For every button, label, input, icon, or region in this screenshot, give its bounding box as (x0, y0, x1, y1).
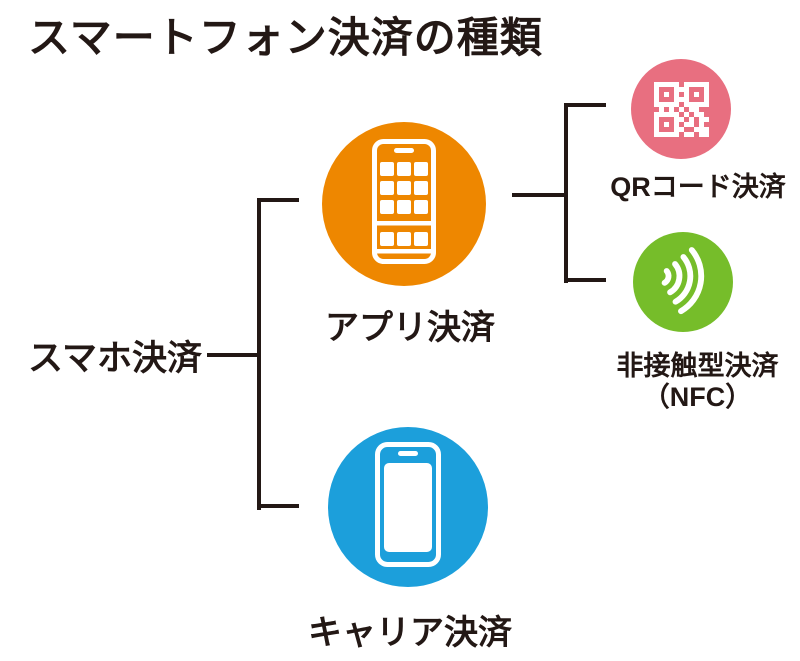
connector-right-bottom-horizontal (564, 278, 606, 282)
app-payment-label: アプリ決済 (325, 309, 495, 347)
nfc-wave-icon (644, 241, 722, 324)
nfc-payment-label: 非接触型決済 （NFC） (585, 351, 800, 413)
connector-right-vertical (564, 103, 568, 283)
connector-left-top-horizontal (257, 198, 299, 202)
connector-root-horizontal (207, 353, 261, 357)
connector-left-bottom-horizontal (257, 504, 299, 508)
app-phone-icon (372, 139, 436, 269)
qr-payment-label: QRコード決済 (610, 172, 786, 202)
qr-payment-circle (631, 59, 731, 159)
nfc-payment-label-line2: （NFC） (642, 382, 753, 412)
connector-right-top-horizontal (564, 103, 606, 107)
carrier-payment-label: キャリア決済 (308, 614, 512, 652)
carrier-payment-circle (328, 427, 488, 587)
nfc-payment-circle (633, 232, 733, 332)
connector-left-vertical (257, 198, 261, 510)
root-label-smartphone-payment: スマホ決済 (28, 339, 202, 378)
qr-code-icon (653, 81, 709, 137)
app-payment-circle (322, 122, 486, 286)
smartphone-icon (375, 442, 441, 572)
connector-app-horizontal (512, 193, 568, 197)
nfc-payment-label-line1: 非接触型決済 (616, 351, 779, 381)
page-title: スマートフォン決済の種類 (28, 14, 543, 61)
